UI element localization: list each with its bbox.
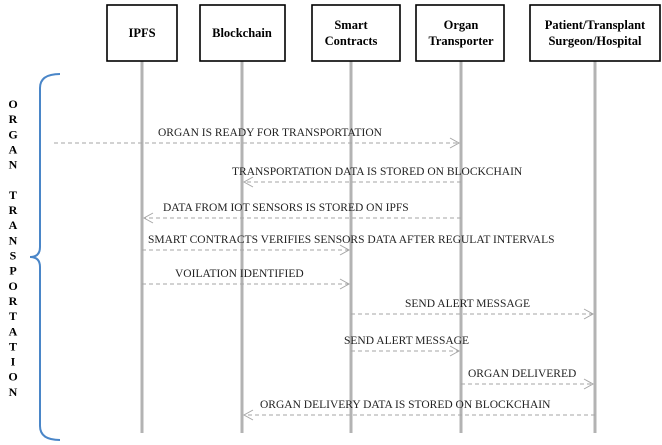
arrow-head-icon xyxy=(339,278,351,290)
message-1: ORGAN IS READY FOR TRANSPORTATION xyxy=(54,127,461,149)
message-label: ORGAN DELIVERED xyxy=(468,368,576,380)
side-label-letter: T xyxy=(9,188,17,202)
side-label-letter: A xyxy=(9,324,18,338)
side-label-letter: A xyxy=(9,142,18,156)
arrow-head-icon xyxy=(242,409,254,421)
side-label-letter: N xyxy=(9,385,18,399)
side-label-letter: G xyxy=(8,127,17,141)
side-label-letter: R xyxy=(9,203,18,217)
message-label: DATA FROM IOT SENSORS IS STORED ON IPFS xyxy=(163,202,409,214)
message-label: SEND ALERT MESSAGE xyxy=(344,335,469,347)
message-6: SEND ALERT MESSAGE xyxy=(351,298,595,320)
arrow-head-icon xyxy=(583,378,595,390)
message-8: ORGAN DELIVERED xyxy=(461,368,595,390)
message-7: SEND ALERT MESSAGE xyxy=(344,335,469,357)
actor-label-patient: Patient/Transplant xyxy=(545,18,646,32)
actor-blockchain: Blockchain xyxy=(199,4,286,62)
arrow-head-icon xyxy=(242,176,254,188)
arrow-head-icon xyxy=(339,244,351,256)
side-label-letter: O xyxy=(8,279,17,293)
brace-shape xyxy=(29,73,61,441)
side-label-letter: P xyxy=(9,264,16,278)
phase-brace xyxy=(29,73,61,441)
side-label-letter: N xyxy=(9,158,18,172)
message-label: ORGAN IS READY FOR TRANSPORTATION xyxy=(158,127,383,139)
actor-label-blockchain: Blockchain xyxy=(212,26,272,40)
actor-label-smart-contracts: Smart xyxy=(334,18,368,32)
side-label-letter: O xyxy=(8,97,17,111)
side-label-letter: S xyxy=(10,249,17,263)
side-label-letter: T xyxy=(9,339,17,353)
arrow-head-icon xyxy=(449,345,461,357)
message-label: TRANSPORTATION DATA IS STORED ON BLOCKCH… xyxy=(232,166,523,178)
message-label: VOILATION IDENTIFIED xyxy=(175,268,304,280)
actor-label-smart-contracts: Contracts xyxy=(325,34,378,48)
side-label-letter: R xyxy=(9,112,18,126)
actor-label-organ-transporter: Transporter xyxy=(428,34,493,48)
lifelines xyxy=(140,61,597,433)
side-label-letter: I xyxy=(11,355,16,369)
actor-label-ipfs: IPFS xyxy=(128,26,155,40)
side-label-letter: N xyxy=(9,233,18,247)
message-label: ORGAN DELIVERY DATA IS STORED ON BLOCKCH… xyxy=(260,399,551,411)
actor-ipfs: IPFS xyxy=(106,4,178,62)
actor-box-smart-contracts xyxy=(311,4,401,62)
message-5: VOILATION IDENTIFIED xyxy=(142,268,351,290)
side-label-letter: T xyxy=(9,309,17,323)
messages: ORGAN IS READY FOR TRANSPORTATION TRANSPO… xyxy=(54,127,595,421)
message-9: ORGAN DELIVERY DATA IS STORED ON BLOCKCH… xyxy=(242,399,595,421)
actor-label-patient: Surgeon/Hospital xyxy=(548,34,642,48)
message-4: SMART CONTRACTS VERIFIES SENSORS DATA AF… xyxy=(142,234,555,256)
arrow-head-icon xyxy=(583,308,595,320)
message-3: DATA FROM IOT SENSORS IS STORED ON IPFS xyxy=(142,202,461,224)
actor-label-organ-transporter: Organ xyxy=(444,18,479,32)
message-label: SEND ALERT MESSAGE xyxy=(405,298,530,310)
message-label: SMART CONTRACTS VERIFIES SENSORS DATA AF… xyxy=(148,234,555,246)
actor-box-organ-transporter xyxy=(415,4,505,62)
arrow-head-icon xyxy=(449,137,461,149)
actor-box-ipfs xyxy=(106,4,178,62)
side-label-letter: O xyxy=(8,370,17,384)
actor-box-patient xyxy=(529,4,661,62)
arrow-head-icon xyxy=(142,212,154,224)
actor-box-blockchain xyxy=(199,4,286,62)
side-label-letter: A xyxy=(9,218,18,232)
side-label-letter: R xyxy=(9,294,18,308)
message-2: TRANSPORTATION DATA IS STORED ON BLOCKCH… xyxy=(232,166,523,188)
